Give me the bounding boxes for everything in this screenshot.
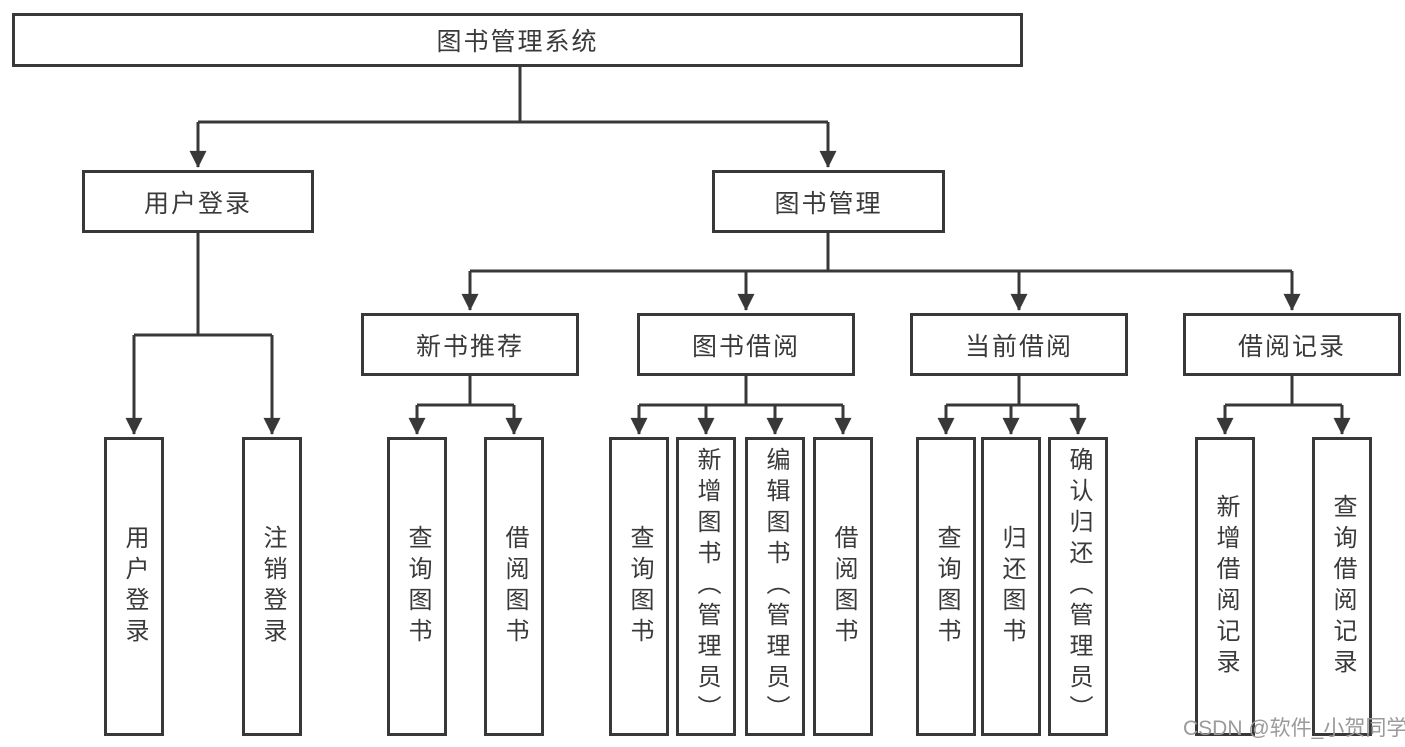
node-new-book-rec: 新书推荐 bbox=[361, 313, 579, 376]
leaf-label: 借阅图书 bbox=[830, 524, 857, 649]
node-book-mgmt: 图书管理 bbox=[712, 170, 945, 233]
leaf-label: 查询借阅记录 bbox=[1329, 493, 1356, 680]
leaf-edit-book: 编辑图书（管理员） bbox=[745, 437, 805, 736]
leaf-borrow-book-1: 借阅图书 bbox=[484, 437, 544, 736]
leaf-label: 确认归还（管理员） bbox=[1065, 447, 1092, 726]
leaf-add-record: 新增借阅记录 bbox=[1195, 437, 1255, 736]
leaf-label: 查询图书 bbox=[404, 524, 431, 649]
leaf-label: 注销登录 bbox=[259, 524, 286, 649]
connector-lines bbox=[134, 67, 1342, 407]
node-borrow-records: 借阅记录 bbox=[1183, 313, 1401, 376]
node-current-borrow: 当前借阅 bbox=[910, 313, 1128, 376]
leaf-label: 查询图书 bbox=[626, 524, 653, 649]
leaf-borrow-book-2: 借阅图书 bbox=[813, 437, 873, 736]
leaf-query-book-3: 查询图书 bbox=[916, 437, 976, 736]
leaf-query-book-1: 查询图书 bbox=[387, 437, 447, 736]
node-book-borrow: 图书借阅 bbox=[637, 313, 855, 376]
leaf-label: 新增图书（管理员） bbox=[693, 447, 720, 726]
leaf-query-record: 查询借阅记录 bbox=[1312, 437, 1372, 736]
leaf-add-book: 新增图书（管理员） bbox=[676, 437, 736, 736]
leaf-confirm-return: 确认归还（管理员） bbox=[1048, 437, 1108, 736]
leaf-label: 新增借阅记录 bbox=[1212, 493, 1239, 680]
leaf-label: 查询图书 bbox=[933, 524, 960, 649]
leaf-label: 用户登录 bbox=[121, 524, 148, 649]
leaf-logout: 注销登录 bbox=[242, 437, 302, 736]
leaf-query-book-2: 查询图书 bbox=[609, 437, 669, 736]
leaf-label: 归还图书 bbox=[998, 524, 1025, 649]
leaf-user-login: 用户登录 bbox=[104, 437, 164, 736]
node-user-login: 用户登录 bbox=[82, 170, 314, 233]
node-root: 图书管理系统 bbox=[12, 13, 1023, 67]
leaf-label: 编辑图书（管理员） bbox=[762, 447, 789, 726]
leaf-label: 借阅图书 bbox=[501, 524, 528, 649]
leaf-return-book: 归还图书 bbox=[981, 437, 1041, 736]
csdn-watermark: CSDN @软件_小贺同学 bbox=[1183, 717, 1405, 740]
